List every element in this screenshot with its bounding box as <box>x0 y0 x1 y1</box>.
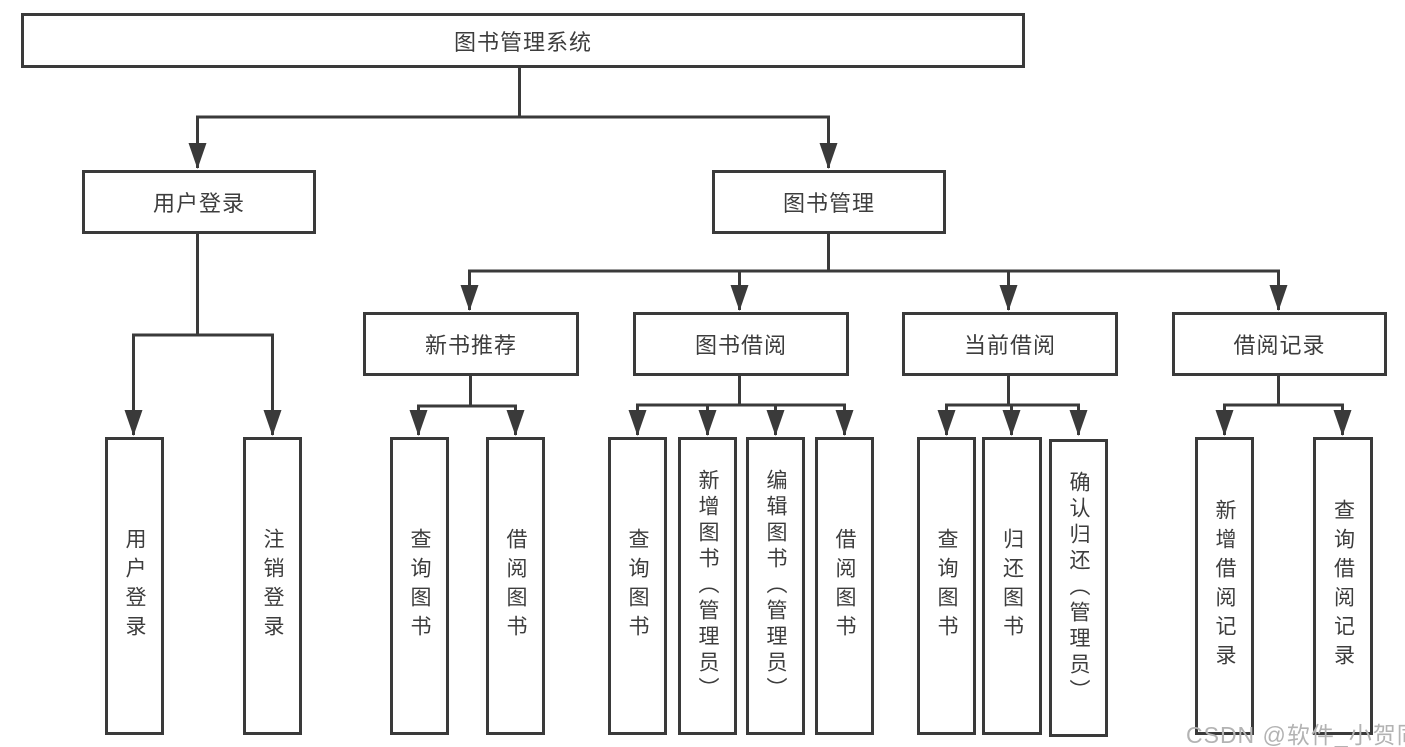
node-new-book-recommend: 新书推荐 <box>363 312 579 376</box>
leaf-add-book-admin: 新增图书（管理员） <box>678 437 737 735</box>
connector-newbook-leaf1 <box>409 375 472 436</box>
connector-current-leaf2 <box>1002 403 1021 436</box>
leaf-query-books-3: 查询图书 <box>917 437 976 735</box>
leaf-query-borrow-record: 查询借阅记录 <box>1313 437 1373 735</box>
node-borrow-records: 借阅记录 <box>1172 312 1387 376</box>
leaf-query-books-1: 查询图书 <box>390 437 449 735</box>
connector-records-leaf2 <box>1278 403 1352 436</box>
leaf-user-login: 用户登录 <box>105 437 164 735</box>
leaf-borrow-books-2: 借阅图书 <box>815 437 874 735</box>
leaf-return-book: 归还图书 <box>982 437 1042 735</box>
node-root: 图书管理系统 <box>21 13 1025 68</box>
connector-borrowing-leaf1 <box>628 375 741 436</box>
connector-userlogin-to-logout <box>197 333 282 436</box>
connector-root-to-user-login <box>188 67 521 169</box>
connector-userlogin-to-login <box>124 234 199 436</box>
connector-current-leaf1 <box>937 375 1010 436</box>
node-book-management: 图书管理 <box>712 170 946 234</box>
leaf-logout: 注销登录 <box>243 437 302 735</box>
leaf-edit-book-admin: 编辑图书（管理员） <box>746 437 805 735</box>
connector-bookmgmt-to-borrowing <box>730 269 829 311</box>
node-current-borrowing: 当前借阅 <box>902 312 1118 376</box>
connector-current-leaf3 <box>1008 403 1088 436</box>
connector-borrowing-leaf4 <box>739 403 854 436</box>
connector-records-leaf1 <box>1215 375 1280 436</box>
leaf-confirm-return-admin: 确认归还（管理员） <box>1049 439 1108 737</box>
node-user-login-branch: 用户登录 <box>82 170 316 234</box>
csdn-watermark: CSDN @软件_小贺同学 <box>1186 722 1405 747</box>
leaf-borrow-books-1: 借阅图书 <box>486 437 545 735</box>
connector-borrowing-leaf2 <box>698 403 740 436</box>
connector-borrowing-leaf3 <box>739 403 785 436</box>
connector-newbook-leaf2 <box>470 404 525 436</box>
connector-bookmgmt-to-newbook <box>460 234 830 311</box>
connector-root-to-book-management <box>519 115 838 169</box>
connector-bookmgmt-to-records <box>828 269 1288 311</box>
connector-bookmgmt-to-current <box>828 269 1018 311</box>
node-book-borrowing: 图书借阅 <box>633 312 849 376</box>
leaf-add-borrow-record: 新增借阅记录 <box>1195 437 1254 735</box>
leaf-query-books-2: 查询图书 <box>608 437 667 735</box>
